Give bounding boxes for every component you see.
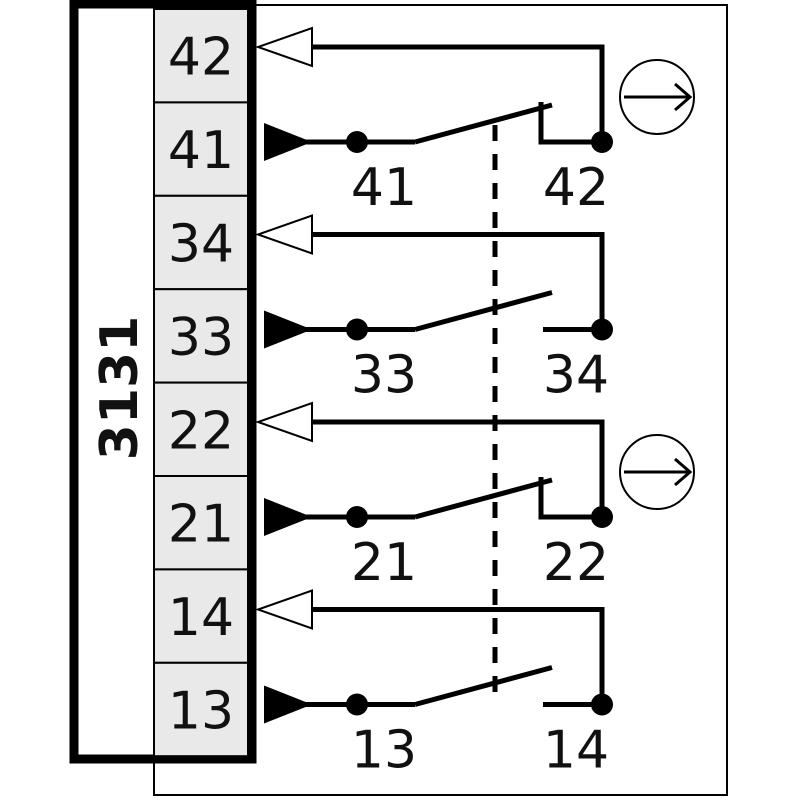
terminal-14: 14 (153, 568, 249, 664)
terminal-33: 33 (153, 288, 249, 384)
terminal-13: 13 (153, 661, 249, 758)
terminal-cell (153, 475, 249, 571)
terminal-block: 42 41 34 33 22 21 14 13 (153, 8, 249, 758)
terminal-cell (153, 661, 249, 758)
arrow-in-circle-icon (619, 434, 695, 510)
return-wire (312, 607, 605, 705)
hollow-triangle-icon (254, 401, 313, 443)
terminal-34: 34 (153, 194, 249, 291)
terminal-label: 41 (168, 121, 234, 181)
hollow-triangle-icon (254, 26, 313, 68)
device-label: 3131 (90, 316, 150, 461)
contact-label-left: 41 (351, 158, 417, 218)
return-wire (312, 232, 605, 330)
contact-label-left: 21 (351, 533, 417, 593)
switch-blade (414, 102, 553, 145)
terminal-cell (153, 194, 249, 291)
circuit-41-42: 41 42 (254, 26, 695, 218)
return-wire (312, 44, 605, 142)
hollow-triangle-icon (254, 214, 313, 255)
terminal-label: 33 (168, 308, 234, 368)
contact-label-left: 13 (351, 721, 417, 781)
terminal-21: 21 (153, 475, 249, 571)
contact-label-right: 42 (543, 158, 609, 218)
contact-dot (346, 131, 368, 153)
contact-dot (346, 506, 368, 528)
arrow-in-circle-icon (619, 59, 695, 135)
terminal-cell (153, 101, 249, 197)
terminal-label: 42 (168, 28, 234, 88)
terminal-label: 22 (168, 401, 234, 461)
contact-dot (346, 318, 368, 341)
terminal-cell (153, 568, 249, 664)
circuit-33-34: 33 34 (254, 214, 613, 406)
fixed-contact (538, 477, 602, 520)
contact-label-right: 34 (543, 346, 609, 406)
return-wire (312, 419, 605, 517)
terminal-label: 34 (168, 215, 234, 275)
switch-blade (414, 477, 553, 520)
terminal-label: 21 (168, 495, 234, 555)
circuit-13-14: 13 14 (254, 589, 613, 781)
fixed-contact (538, 102, 602, 145)
circuit-21-22: 21 22 (254, 401, 695, 593)
contact-label-right: 22 (543, 533, 609, 593)
terminal-label: 14 (168, 588, 234, 648)
terminal-cell (153, 381, 249, 478)
circuits: 41 42 33 34 21 22 13 14 (254, 26, 695, 781)
contact-dot (346, 693, 368, 716)
hollow-triangle-icon (254, 589, 313, 630)
contact-label-right: 14 (543, 721, 609, 781)
switch-blade (414, 665, 553, 707)
switch-blade (414, 290, 553, 332)
terminal-41: 41 (153, 101, 249, 197)
terminal-42: 42 (153, 8, 249, 104)
terminal-cell (153, 8, 249, 104)
contact-label-left: 33 (351, 346, 417, 406)
terminal-label: 13 (168, 682, 234, 742)
terminal-22: 22 (153, 381, 249, 478)
